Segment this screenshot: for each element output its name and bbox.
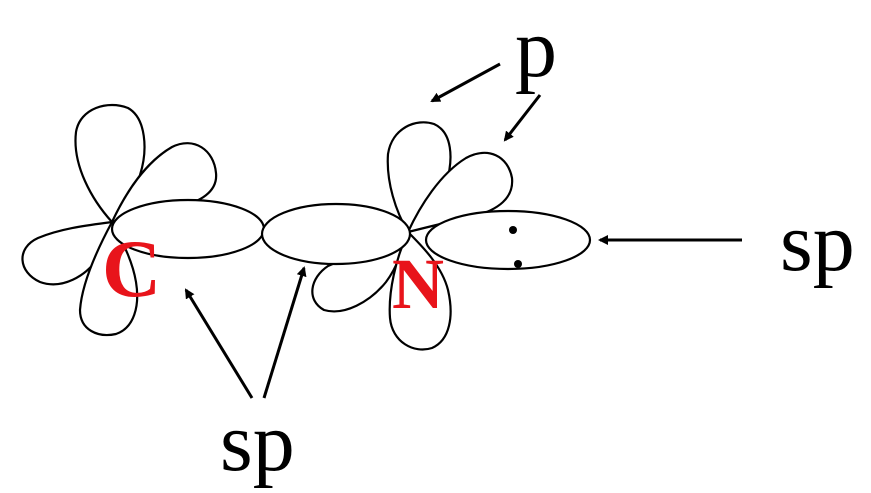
sp-lonepair-label: sp <box>780 196 855 289</box>
electron-dot <box>509 226 517 234</box>
sp-bond-arrow-left <box>184 288 254 399</box>
nitrogen-p-lobe-down <box>388 230 452 351</box>
sp-bond-arrow-right <box>262 266 307 399</box>
nitrogen-sp-lonepair-orbital <box>424 209 592 271</box>
nitrogen-p-orbitals <box>311 121 514 351</box>
lone-pair-electrons <box>509 226 522 268</box>
sp-bond-label: sp <box>220 396 295 489</box>
carbon-atom-label: C <box>102 223 161 314</box>
p-arrow-down <box>503 94 542 142</box>
nitrogen-sp-bond-orbital <box>260 202 412 266</box>
sp-orbitals <box>110 198 592 271</box>
annotation-arrows <box>184 62 742 399</box>
p-orbital-label: p <box>515 2 557 95</box>
p-arrow-left <box>430 62 501 103</box>
carbon-p-lobe-down <box>78 220 139 337</box>
electron-dot <box>514 260 522 268</box>
nitrogen-atom-label: N <box>392 244 444 324</box>
